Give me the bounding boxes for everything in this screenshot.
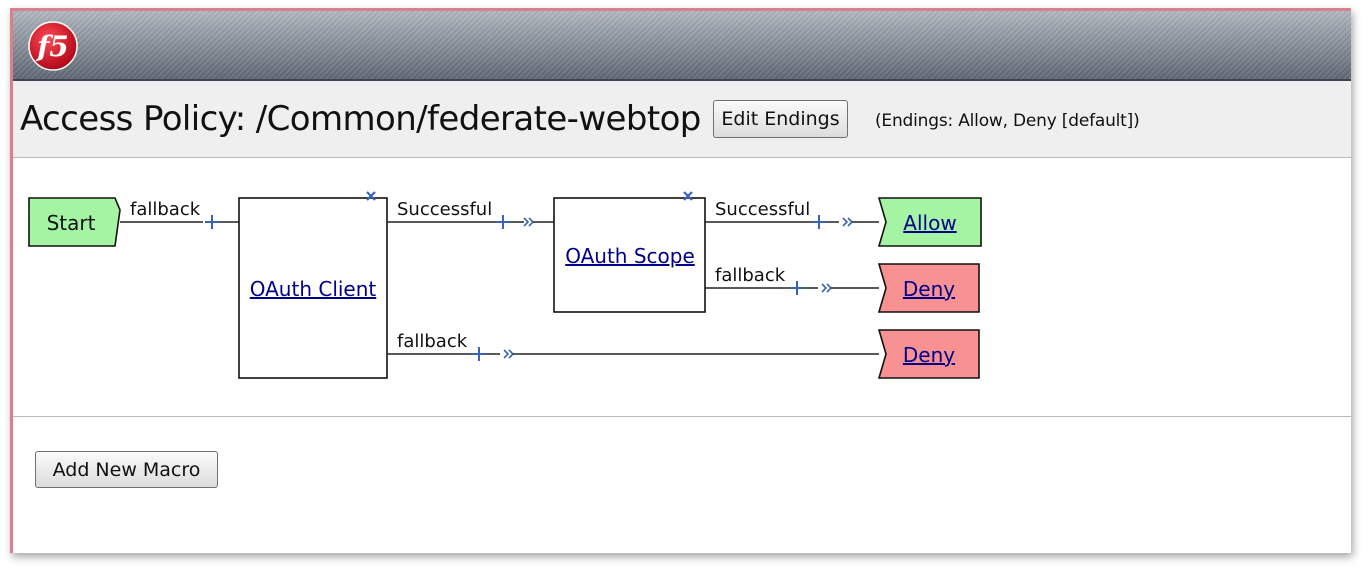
oauth-scope-node	[553, 197, 706, 313]
deny-ending-link[interactable]: Deny	[903, 277, 955, 301]
oauth-client-node	[238, 197, 388, 379]
ending-chevron-icon	[503, 349, 515, 359]
allow-ending	[877, 197, 982, 247]
edit-endings-button[interactable]: Edit Endings	[713, 100, 848, 138]
add-item-plus-icon[interactable]	[496, 215, 510, 229]
title-bar: Access Policy: /Common/federate-webtop E…	[13, 81, 1351, 158]
add-item-plus-icon[interactable]	[472, 347, 486, 361]
start-node-label: Start	[47, 211, 96, 235]
allow-ending-link[interactable]: Allow	[903, 211, 956, 235]
start-branch-label: fallback	[130, 199, 201, 220]
add-item-plus-icon[interactable]	[205, 215, 219, 229]
start-node	[28, 197, 121, 247]
client-fallback-label: fallback	[397, 331, 468, 352]
policy-window: f5 Access Policy: /Common/federate-webto…	[10, 8, 1351, 553]
endings-note: (Endings: Allow, Deny [default])	[875, 111, 1140, 131]
page-title: Access Policy: /Common/federate-webtop	[20, 99, 701, 139]
scope-successful-label: Successful	[715, 199, 810, 220]
add-item-plus-icon[interactable]	[790, 281, 804, 295]
f5-logo-icon: f5	[28, 21, 78, 71]
scope-fallback-label: fallback	[715, 265, 786, 286]
delete-oauth-scope-x-icon[interactable]	[683, 191, 693, 201]
client-successful-label: Successful	[397, 199, 492, 220]
ending-chevron-icon	[842, 217, 854, 227]
f5-banner: f5	[13, 11, 1351, 81]
deny-ending-link[interactable]: Deny	[903, 343, 955, 367]
oauth-scope-link[interactable]: OAuth Scope	[565, 244, 695, 268]
deny-ending	[877, 263, 980, 313]
flow-area	[13, 158, 1351, 417]
policy-flow-diagram: Start fallback OAuth Client Successful O…	[28, 191, 982, 379]
ending-chevron-icon	[821, 283, 833, 293]
add-new-macro-button[interactable]: Add New Macro	[35, 451, 218, 488]
delete-oauth-client-x-icon[interactable]	[366, 191, 376, 201]
add-item-plus-icon[interactable]	[812, 215, 826, 229]
oauth-client-link[interactable]: OAuth Client	[250, 277, 377, 301]
logo-text: f5	[35, 30, 69, 63]
deny-ending	[877, 329, 980, 379]
ending-chevron-icon	[523, 217, 535, 227]
